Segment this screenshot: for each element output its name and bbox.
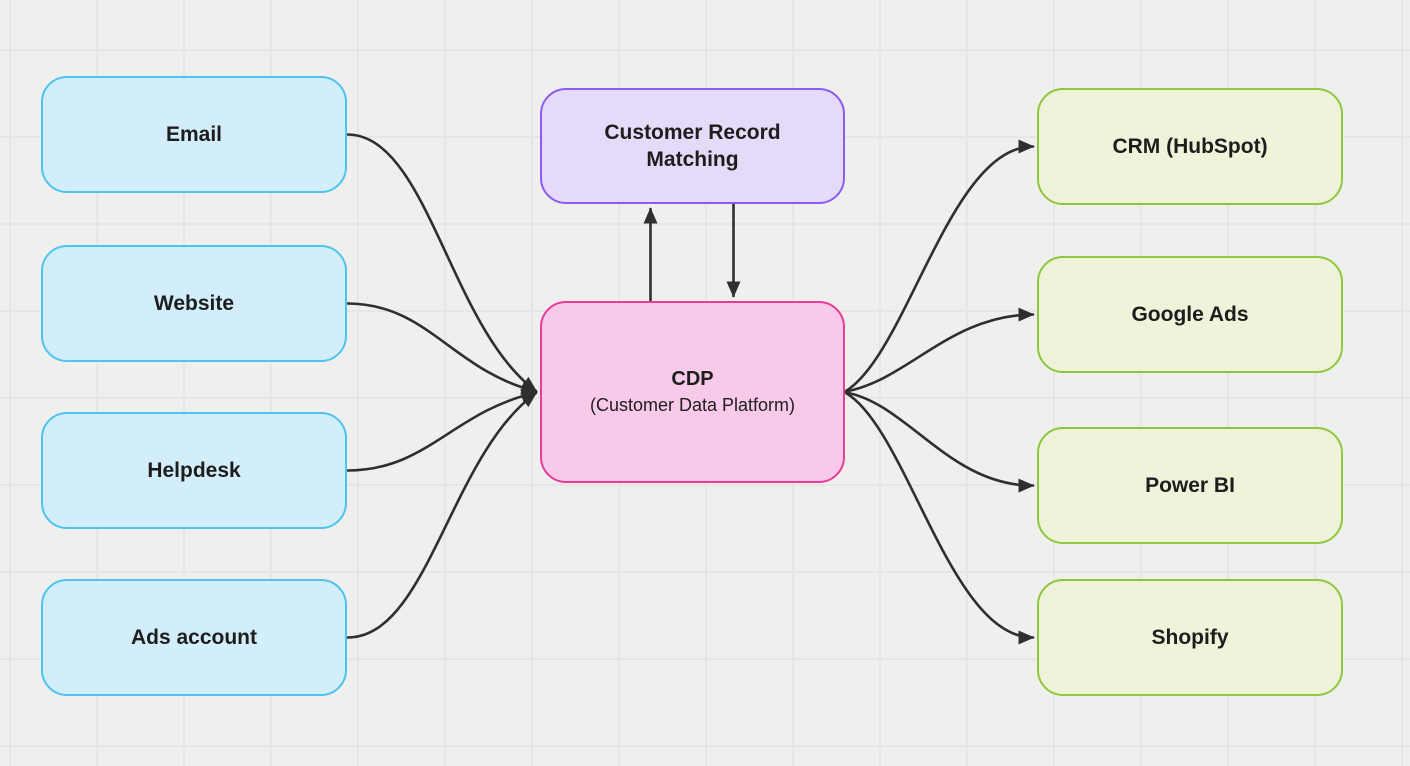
node-customer-record-matching[interactable]: Customer Record Matching (540, 88, 845, 204)
node-website[interactable]: Website (41, 245, 347, 362)
edge-helpdesk-to-cdp[interactable] (346, 388, 538, 472)
edge-cdp-to-power-bi[interactable] (844, 391, 1035, 493)
node-email-label: Email (165, 122, 223, 146)
node-helpdesk[interactable]: Helpdesk (41, 412, 347, 529)
node-ads-account[interactable]: Ads account (41, 579, 347, 696)
node-helpdesk-label: Helpdesk (147, 458, 241, 482)
node-cdp-subtitle: (Customer Data Platform) (589, 395, 796, 416)
node-power-bi[interactable]: Power BI (1037, 427, 1343, 544)
edge-email-to-cdp[interactable] (346, 133, 538, 393)
node-power-bi-label: Power BI (1145, 473, 1235, 497)
node-google-ads-label: Google Ads (1131, 302, 1249, 326)
node-ads-account-label: Ads account (130, 625, 258, 649)
node-cdp[interactable]: CDP (Customer Data Platform) (540, 301, 845, 483)
edge-cdp-to-google-ads[interactable] (844, 307, 1035, 393)
edge-cdp-to-shopify[interactable] (844, 391, 1035, 645)
edge-cdp-to-crm-hubspot[interactable] (844, 139, 1035, 393)
node-shopify[interactable]: Shopify (1037, 579, 1343, 696)
node-cdp-title: CDP (671, 368, 714, 391)
node-website-label: Website (153, 291, 235, 315)
node-google-ads[interactable]: Google Ads (1037, 256, 1343, 373)
node-customer-record-matching-label: Customer Record Matching (604, 120, 781, 171)
node-crm-hubspot[interactable]: CRM (HubSpot) (1037, 88, 1343, 205)
node-crm-hubspot-label: CRM (HubSpot) (1112, 134, 1268, 158)
node-shopify-label: Shopify (1151, 625, 1229, 649)
edge-website-to-cdp[interactable] (346, 302, 538, 395)
edge-ads-account-to-cdp[interactable] (346, 391, 538, 639)
node-email[interactable]: Email (41, 76, 347, 193)
